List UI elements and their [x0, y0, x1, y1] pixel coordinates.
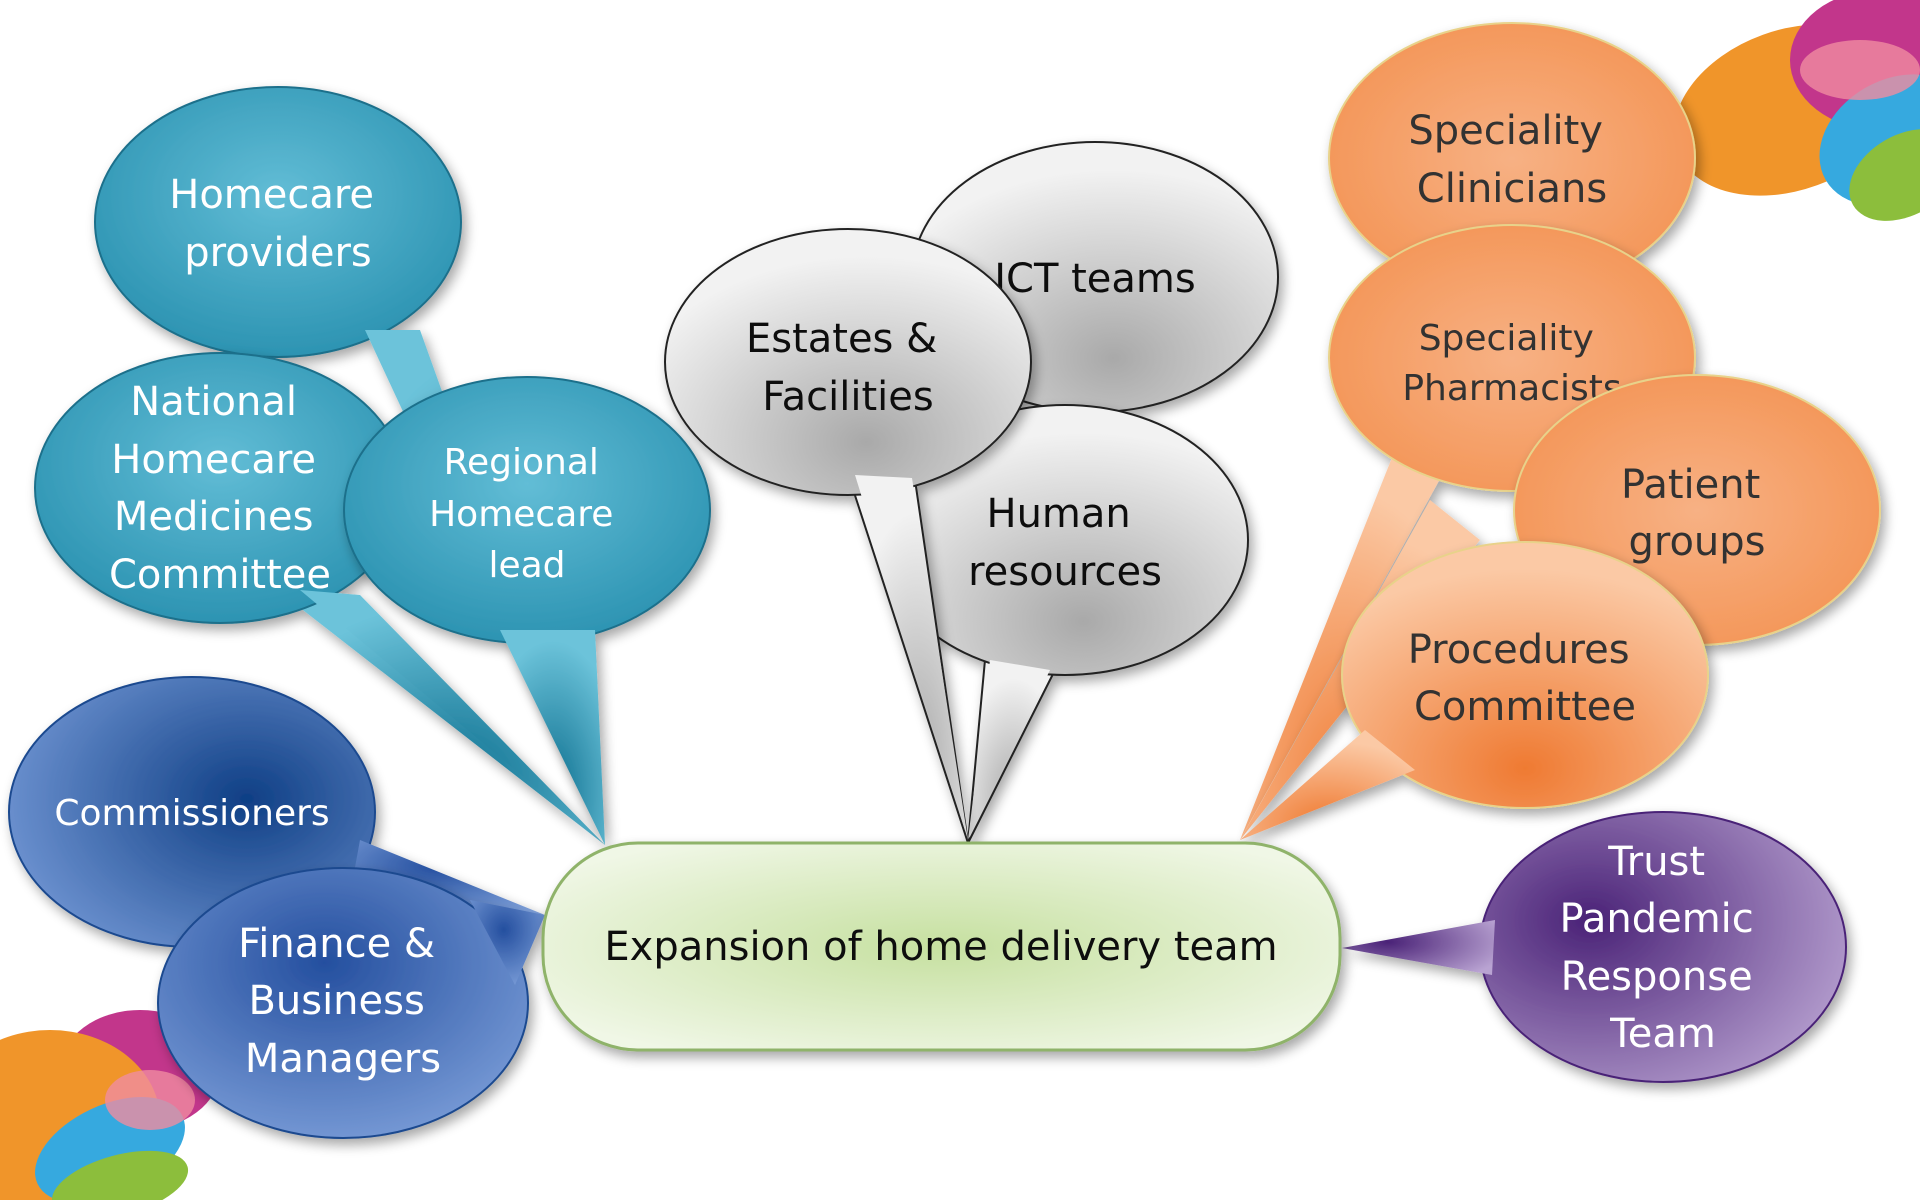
ict-teams-label: ICT teams	[994, 256, 1195, 302]
central-node: Expansion of home delivery team	[541, 841, 1342, 1052]
central-node-label: Expansion of home delivery team	[604, 924, 1277, 970]
homecare-providers-label: Homecare providers	[169, 172, 387, 276]
procedures-committee-label: Procedures Committee	[1408, 627, 1643, 730]
estates-facilities-label: Estates & Facilities	[746, 316, 950, 420]
bubble-speciality-clinicians: Speciality Clinicians	[1328, 22, 1696, 294]
bubble-estates-facilities: Estates & Facilities	[664, 228, 1032, 844]
bubble-regional-lead: Regional Homecare lead	[343, 376, 711, 845]
regional-lead-label: Regional Homecare lead	[429, 442, 625, 586]
human-resources-label: Human resources	[968, 491, 1162, 595]
bubble-procedures-committee: Procedures Committee	[1240, 541, 1709, 840]
commissioners-label: Commissioners	[54, 793, 329, 834]
patient-groups-label: Patient groups	[1621, 462, 1773, 565]
corner-decoration-top-right	[1673, 0, 1920, 221]
bubble-national-committee: National Homecare Medicines Committee	[34, 352, 605, 845]
finance-managers-label: Finance & Business Managers	[238, 921, 448, 1082]
bubble-finance-managers: Finance & Business Managers	[157, 867, 545, 1139]
pandemic-team-label: Trust Pandemic Response Team	[1560, 839, 1767, 1057]
national-committee-label: National Homecare Medicines Committee	[109, 379, 331, 598]
speciality-clinicians-label: Speciality Clinicians	[1408, 108, 1615, 212]
bubble-pandemic-team: Trust Pandemic Response Team	[1342, 811, 1847, 1083]
speciality-pharmacists-label: Speciality Pharmacists	[1402, 318, 1621, 409]
bubble-human-resources: Human resources	[881, 404, 1249, 844]
